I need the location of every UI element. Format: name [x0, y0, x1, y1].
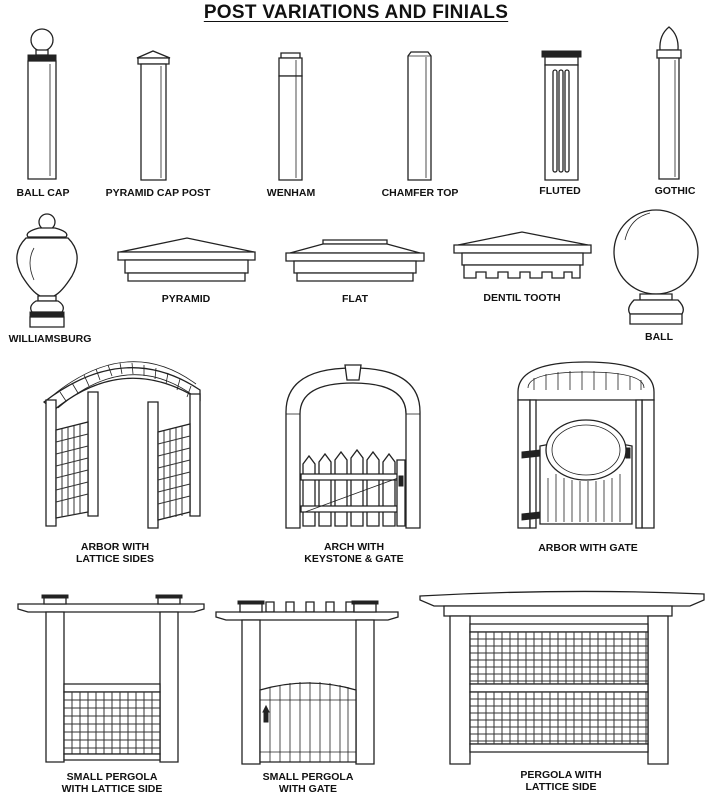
pyramid-finial-drawing: [118, 238, 255, 281]
label-gothic: GOTHIC: [654, 185, 696, 197]
label-ball-cap: BALL CAP: [16, 187, 70, 199]
ball-cap-post-drawing: [28, 29, 56, 179]
ball-finial-drawing: [614, 210, 698, 324]
label-small-pergola-gate-line1: SMALL PERGOLA: [262, 771, 354, 783]
label-pergola-lattice-line1: PERGOLA WITH: [520, 769, 602, 781]
label-arch-keystone-line2: KEYSTONE & GATE: [304, 553, 404, 565]
gothic-post-drawing: [657, 27, 681, 179]
label-small-pergola-gate-line2: WITH GATE: [278, 783, 338, 795]
label-chamfer-top: CHAMFER TOP: [381, 187, 459, 199]
label-wenham: WENHAM: [266, 187, 316, 199]
label-small-pergola-lattice-line1: SMALL PERGOLA: [66, 771, 158, 783]
label-pergola-lattice-line2: LATTICE SIDE: [525, 781, 597, 793]
label-arbor-lattice-line2: LATTICE SIDES: [76, 553, 154, 565]
label-dentil-tooth: DENTIL TOOTH: [483, 292, 561, 304]
label-arch-keystone-line1: ARCH WITH: [323, 541, 385, 553]
label-pyramid-cap-post: PYRAMID CAP POST: [105, 187, 211, 199]
page-title: POST VARIATIONS AND FINIALS: [203, 2, 509, 23]
arch-keystone-gate-drawing: [286, 365, 420, 528]
label-ball: BALL: [645, 331, 673, 343]
label-pyramid: PYRAMID: [161, 293, 211, 305]
dentil-tooth-finial-drawing: [454, 232, 591, 278]
small-pergola-gate-drawing: [216, 601, 398, 764]
williamsburg-finial-drawing: [17, 214, 77, 327]
chamfer-top-post-drawing: [408, 52, 431, 180]
label-williamsburg: WILLIAMSBURG: [8, 333, 92, 345]
label-small-pergola-lattice-line2: WITH LATTICE SIDE: [61, 783, 163, 795]
flat-finial-drawing: [286, 240, 424, 281]
fluted-post-drawing: [542, 51, 581, 180]
pyramid-cap-post-drawing: [137, 51, 170, 180]
label-fluted: FLUTED: [539, 185, 581, 197]
label-arbor-lattice-line1: ARBOR WITH: [80, 541, 150, 553]
wenham-post-drawing: [279, 53, 302, 180]
label-flat: FLAT: [341, 293, 369, 305]
label-arbor-gate: ARBOR WITH GATE: [538, 542, 638, 554]
pergola-lattice-drawing: [420, 591, 704, 764]
small-pergola-lattice-drawing: [18, 595, 204, 762]
arbor-gate-drawing: [518, 362, 654, 528]
arbor-lattice-sides-drawing: [44, 362, 200, 528]
